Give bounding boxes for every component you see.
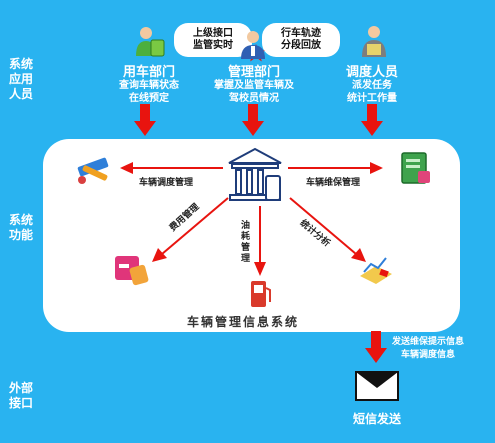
person-blue-icon <box>241 31 265 59</box>
role-desc-vehicle-dept-line2: 在线预定 <box>129 93 169 104</box>
side-label-function: 系统 功能 <box>9 213 43 243</box>
tools-icon <box>77 157 109 184</box>
role-title-vehicle-dept: 用车部门 <box>122 65 175 80</box>
chart-icon <box>360 257 392 284</box>
bank-building-icon <box>228 147 282 201</box>
notebook-icon <box>401 152 430 184</box>
person-green-icon <box>136 27 165 57</box>
arrow-to-maintenance <box>288 162 383 174</box>
role-desc-dispatcher-line2: 统计工作量 <box>347 93 397 104</box>
arrow-down-vehicle-dept <box>134 104 156 136</box>
person-grey-icon <box>362 26 386 57</box>
role-desc-vehicle-dept: 查询车辆状态 在线预定 <box>99 79 199 105</box>
external-line2: 车辆调度信息 <box>401 350 456 360</box>
side-label-function-text: 系统 功能 <box>9 213 34 242</box>
role-desc-management-line1: 掌握及监管车辆及 <box>214 80 294 91</box>
role-desc-management-line2: 驾校员情况 <box>229 93 279 104</box>
side-label-external-text: 外部 接口 <box>9 381 34 410</box>
bubble-realtime-monitor: 上级接口 监管实时 <box>174 23 252 57</box>
external-line1: 发送维保提示信息 <box>392 337 465 347</box>
arrow-to-fuel <box>254 206 266 276</box>
fuel-pump-icon <box>251 281 271 307</box>
arrow-to-cost <box>152 197 229 262</box>
sms-send-label: 短信发送 <box>353 412 402 426</box>
role-title-dispatcher: 调度人员 <box>345 65 398 80</box>
edge-label-dispatch: 车辆调度管理 <box>139 178 194 188</box>
external-info: 发送维保提示信息 车辆调度信息 <box>392 336 464 362</box>
system-title: 车辆管理信息系统 <box>187 315 300 329</box>
envelope-icon <box>355 371 399 401</box>
arrow-to-stats <box>289 197 366 262</box>
edge-label-maintenance: 车辆维保管理 <box>306 178 361 188</box>
side-label-external: 外部 接口 <box>9 381 43 411</box>
bubble-right-line1: 行车轨迹 <box>281 28 321 39</box>
side-label-application: 系统 应用 人员 <box>9 57 43 102</box>
role-title-management-dept: 管理部门 <box>227 65 280 80</box>
arrow-down-external <box>365 331 387 363</box>
edge-label-fuel: 油 耗 管 理 <box>241 221 251 264</box>
bubble-left-line2: 监管实时 <box>193 40 233 51</box>
bubble-left-line1: 上级接口 <box>193 28 233 39</box>
role-desc-vehicle-dept-line1: 查询车辆状态 <box>119 80 179 91</box>
side-label-application-text: 系统 应用 人员 <box>9 57 34 101</box>
role-desc-dispatcher: 派发任务 统计工作量 <box>322 79 422 105</box>
role-desc-management-dept: 掌握及监管车辆及 驾校员情况 <box>194 79 314 105</box>
role-desc-dispatcher-line1: 派发任务 <box>352 80 392 91</box>
arrow-down-dispatcher <box>361 104 383 136</box>
arrow-to-dispatch <box>120 162 223 174</box>
bubble-track-playback: 行车轨迹 分段回放 <box>262 23 340 57</box>
arrow-down-management <box>242 104 264 136</box>
bubble-right-line2: 分段回放 <box>281 40 321 51</box>
wallet-card-icon <box>115 256 149 286</box>
